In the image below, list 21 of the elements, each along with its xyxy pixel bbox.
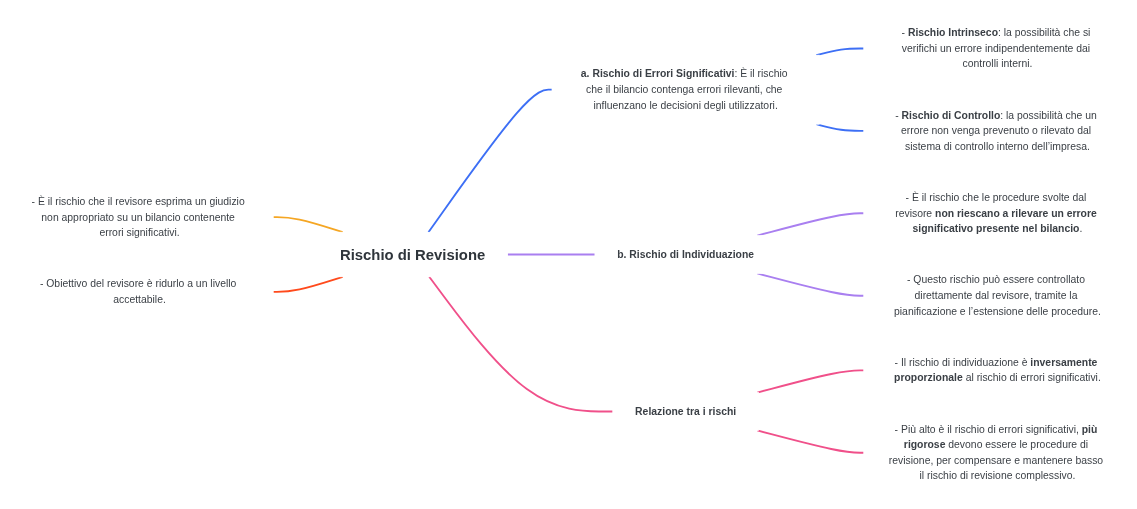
node-text: - È il rischio che le procedure svolte dal revisore non riescano a rilevare un errore significativo presente nel bilancio.	[895, 191, 1097, 235]
node-text: - È il rischio che il revisore esprima un giudizio non appropriato su un bilancio contenente errori significativi.	[31, 195, 245, 239]
connector	[506, 253, 596, 256]
node-text: - Più alto è il rischio di errori significativi, più rigorose devono essere le procedure di revisione, per compensare e mantenere basso il rischio di revisione complessivo.	[888, 423, 1104, 482]
node-text: a. Rischio di Errori Significativi: È il rischio che il bilancio contenga errori rilevanti, che influenzano le decisioni degli utilizzatori.	[580, 67, 788, 111]
node-text: - Obiettivo del revisore è ridurlo a un livello accettabile.	[39, 277, 237, 306]
node-text: - Questo rischio può essere controllato direttamente dal revisore, tramite la pianificazione e l’estensione delle procedure.	[894, 273, 1101, 317]
node-text: - Rischio di Controllo: la possibilità che un errore non venga prevenuto o rilevato dal sistema di controllo interno dell’impresa.	[895, 109, 1097, 153]
connector	[272, 275, 344, 293]
node-text: Relazione tra i rischi	[635, 405, 737, 418]
connector	[815, 123, 865, 132]
connector	[756, 429, 865, 454]
connector	[427, 88, 553, 234]
connector	[428, 275, 614, 413]
node-text: - Il rischio di individuazione è inversamente proporzionale al rischio di errori significativi.	[894, 356, 1101, 384]
node-text: Rischio di Revisione	[340, 246, 486, 263]
connector	[272, 216, 344, 234]
node-text: b. Rischio di Individuazione	[617, 248, 755, 261]
connector	[756, 369, 865, 394]
connector	[815, 47, 865, 57]
node-text: - Rischio Intrinseco: la possibilità che si verifichi un errore indipendentemente dai controlli interni.	[901, 26, 1091, 70]
